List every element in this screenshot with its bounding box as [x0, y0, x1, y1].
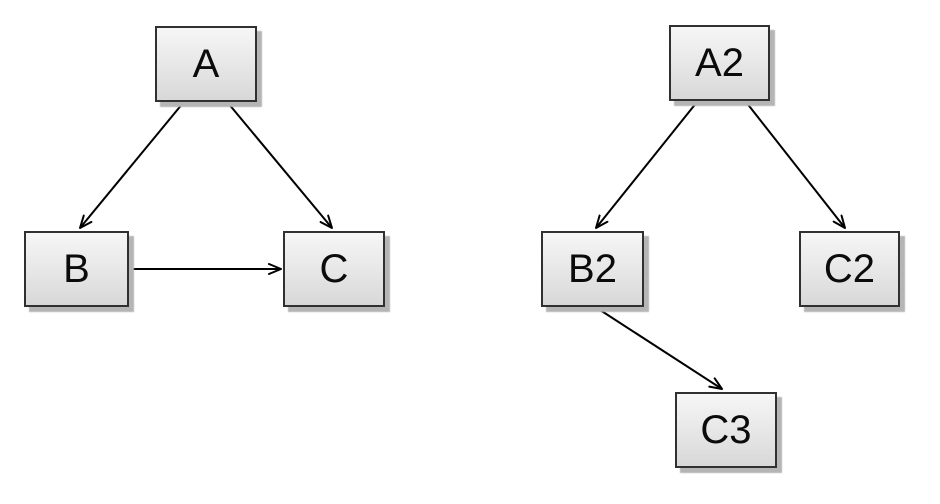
node-c2[interactable]: C2 — [799, 231, 900, 307]
node-b-label: B — [63, 247, 90, 291]
node-c3-label: C3 — [700, 408, 752, 452]
node-c[interactable]: C — [283, 231, 385, 307]
node-a2-label: A2 — [695, 41, 744, 85]
node-a[interactable]: A — [155, 26, 257, 102]
edge-b2-to-c3 — [596, 307, 723, 390]
edge-a2-to-c2 — [745, 101, 846, 229]
node-b[interactable]: B — [24, 231, 129, 307]
edge-a2-to-b2 — [595, 101, 698, 229]
node-a2[interactable]: A2 — [669, 25, 770, 101]
node-c2-label: C2 — [823, 247, 876, 291]
node-b2[interactable]: B2 — [541, 231, 644, 307]
node-b2-label: B2 — [568, 247, 617, 291]
edge-a-to-b — [79, 102, 184, 229]
edge-a-to-c — [227, 102, 333, 229]
node-c3[interactable]: C3 — [675, 392, 777, 468]
node-c-label: C — [319, 247, 349, 291]
node-a-label: A — [192, 42, 220, 86]
